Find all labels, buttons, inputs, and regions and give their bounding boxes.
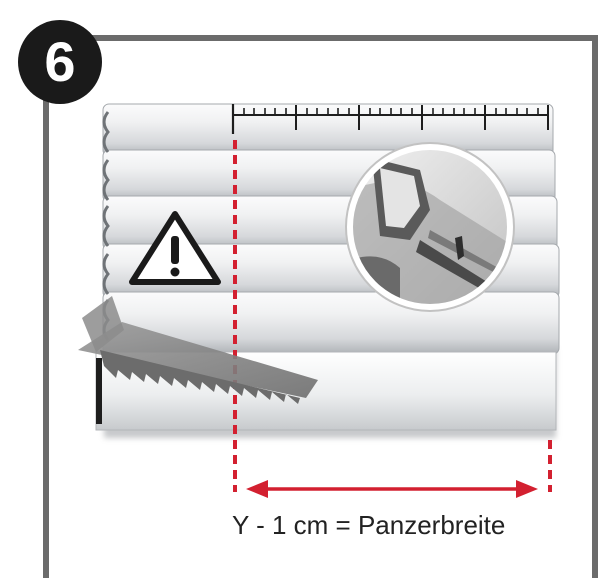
ruler: [231, 104, 549, 134]
handsaw-icon: [78, 296, 318, 404]
magnified-detail-icon: [345, 142, 515, 312]
warning-triangle-icon: [129, 211, 221, 285]
width-formula-caption: Y - 1 cm = Panzerbreite: [232, 510, 506, 540]
panel-frame: [92, 35, 598, 578]
step-number: 6: [44, 30, 76, 93]
bottom-bar-end: [96, 358, 102, 424]
width-arrow: [246, 480, 538, 498]
step-badge: [18, 20, 102, 104]
